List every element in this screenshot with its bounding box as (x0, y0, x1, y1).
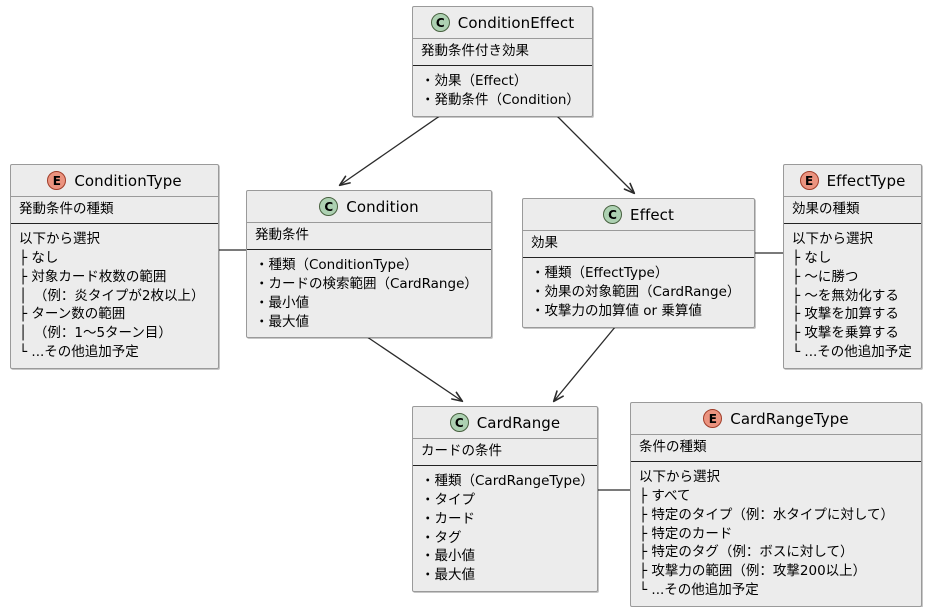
enum-title: EffectType (826, 171, 906, 190)
member-line: 以下から選択 (639, 468, 720, 485)
member-line: │ （例：1〜5ターン目） (19, 325, 172, 342)
class-title: ConditionEffect (457, 13, 575, 32)
class-members: ・種類（EffectType） ・効果の対象範囲（CardRange） ・攻撃力… (523, 258, 754, 327)
enum-title: CardRangeType (730, 409, 849, 428)
enum-icon: E (799, 171, 819, 190)
member-line: 以下から選択 (19, 230, 100, 247)
member-line: ・カード (421, 510, 475, 527)
member-line: ・種類（EffectType） (531, 264, 669, 281)
class-description: カードの条件 (413, 439, 597, 466)
member-line: ├ なし (19, 249, 59, 266)
member-line: ├ 〜に勝つ (792, 268, 859, 285)
enum-description: 効果の種類 (784, 197, 921, 224)
member-line: ・効果の対象範囲（CardRange） (531, 283, 741, 300)
member-line: ├ 攻撃を加算する (792, 306, 899, 323)
enum-icon: E (47, 171, 67, 190)
member-line: ・発動条件（Condition） (421, 91, 580, 108)
class-icon: C (319, 197, 339, 216)
enum-members: 以下から選択 ├ なし ├ 対象カード枚数の範囲 │ （例：炎タイプが2枚以上）… (11, 224, 218, 368)
enum-members: 以下から選択 ├ なし ├ 〜に勝つ ├ 〜を無効化する ├ 攻撃を加算する ├… (784, 224, 921, 368)
member-line: ├ 〜を無効化する (792, 287, 899, 304)
enum-node-effect-type[interactable]: E EffectType 効果の種類 以下から選択 ├ なし ├ 〜に勝つ ├ … (783, 164, 922, 370)
member-line: ├ 特定のタグ（例：ボスに対して） (639, 544, 854, 561)
class-members: ・種類（ConditionType） ・カードの検索範囲（CardRange） … (247, 250, 491, 338)
enum-title: ConditionType (74, 171, 182, 190)
member-line: ・種類（ConditionType） (255, 256, 418, 273)
member-line: ・種類（CardRangeType） (421, 472, 594, 489)
class-title: Effect (630, 205, 674, 224)
class-node-header: C CardRange (413, 407, 597, 439)
class-description: 効果 (523, 231, 754, 258)
member-line: ├ 特定のカード (639, 525, 733, 542)
class-node-condition[interactable]: C Condition 発動条件 ・種類（ConditionType） ・カード… (246, 190, 492, 339)
member-line: ├ ターン数の範囲 (19, 306, 126, 323)
member-line: ・最大値 (421, 567, 475, 584)
enum-node-header: E ConditionType (11, 165, 218, 197)
member-line: ・タグ (421, 529, 462, 546)
class-node-header: C Condition (247, 191, 491, 223)
class-title: Condition (346, 197, 419, 216)
member-line: └ ...その他追加予定 (19, 344, 139, 361)
edge-effect-to-card-range (552, 314, 626, 403)
member-line: ├ なし (792, 249, 832, 266)
edge-condition-effect-to-effect (544, 103, 636, 195)
class-node-header: C ConditionEffect (413, 7, 592, 39)
member-line: ・最大値 (255, 313, 309, 330)
uml-class-diagram-canvas: C ConditionEffect 発動条件付き効果 ・効果（Effect） ・… (10, 6, 922, 607)
member-line: ├ 特定のタイプ（例：水タイプに対して） (639, 506, 895, 523)
class-node-condition-effect[interactable]: C ConditionEffect 発動条件付き効果 ・効果（Effect） ・… (412, 6, 593, 117)
enum-node-condition-type[interactable]: E ConditionType 発動条件の種類 以下から選択 ├ なし ├ 対象… (10, 164, 219, 370)
member-line: ・最小値 (421, 548, 475, 565)
enum-description: 発動条件の種類 (11, 197, 218, 224)
class-description: 発動条件付き効果 (413, 39, 592, 66)
member-line: │ （例：炎タイプが2枚以上） (19, 287, 205, 304)
member-line: ・最小値 (255, 294, 309, 311)
class-icon: C (603, 205, 622, 224)
member-line: ・カードの検索範囲（CardRange） (255, 275, 478, 292)
enum-description: 条件の種類 (631, 435, 921, 462)
member-line: └ ...その他追加予定 (639, 582, 759, 599)
class-node-effect[interactable]: C Effect 効果 ・種類（EffectType） ・効果の対象範囲（Car… (522, 198, 755, 328)
member-line: ├ 攻撃を乗算する (792, 325, 899, 342)
class-members: ・効果（Effect） ・発動条件（Condition） (413, 66, 592, 116)
member-line: └ ...その他追加予定 (792, 344, 912, 361)
member-line: 以下から選択 (792, 230, 873, 247)
enum-icon: E (703, 409, 723, 428)
member-line: ・攻撃力の加算値 or 乗算値 (531, 302, 702, 319)
class-node-header: C Effect (523, 199, 754, 231)
enum-node-header: E CardRangeType (631, 403, 921, 435)
class-icon: C (430, 13, 450, 32)
member-line: ├ 対象カード枚数の範囲 (19, 268, 167, 285)
class-node-card-range[interactable]: C CardRange カードの条件 ・種類（CardRangeType） ・タ… (412, 406, 598, 593)
member-line: ・タイプ (421, 491, 475, 508)
enum-node-header: E EffectType (784, 165, 921, 197)
class-title: CardRange (476, 413, 561, 432)
member-line: ├ 攻撃力の範囲（例：攻撃200以上） (639, 563, 867, 580)
member-line: ├ すべて (639, 487, 691, 504)
enum-members: 以下から選択 ├ すべて ├ 特定のタイプ（例：水タイプに対して） ├ 特定のカ… (631, 462, 921, 606)
class-members: ・種類（CardRangeType） ・タイプ ・カード ・タグ ・最小値 ・最… (413, 466, 597, 591)
member-line: ・効果（Effect） (421, 72, 528, 89)
enum-node-card-range-type[interactable]: E CardRangeType 条件の種類 以下から選択 ├ すべて ├ 特定の… (630, 402, 922, 607)
class-icon: C (449, 413, 469, 432)
class-description: 発動条件 (247, 223, 491, 250)
